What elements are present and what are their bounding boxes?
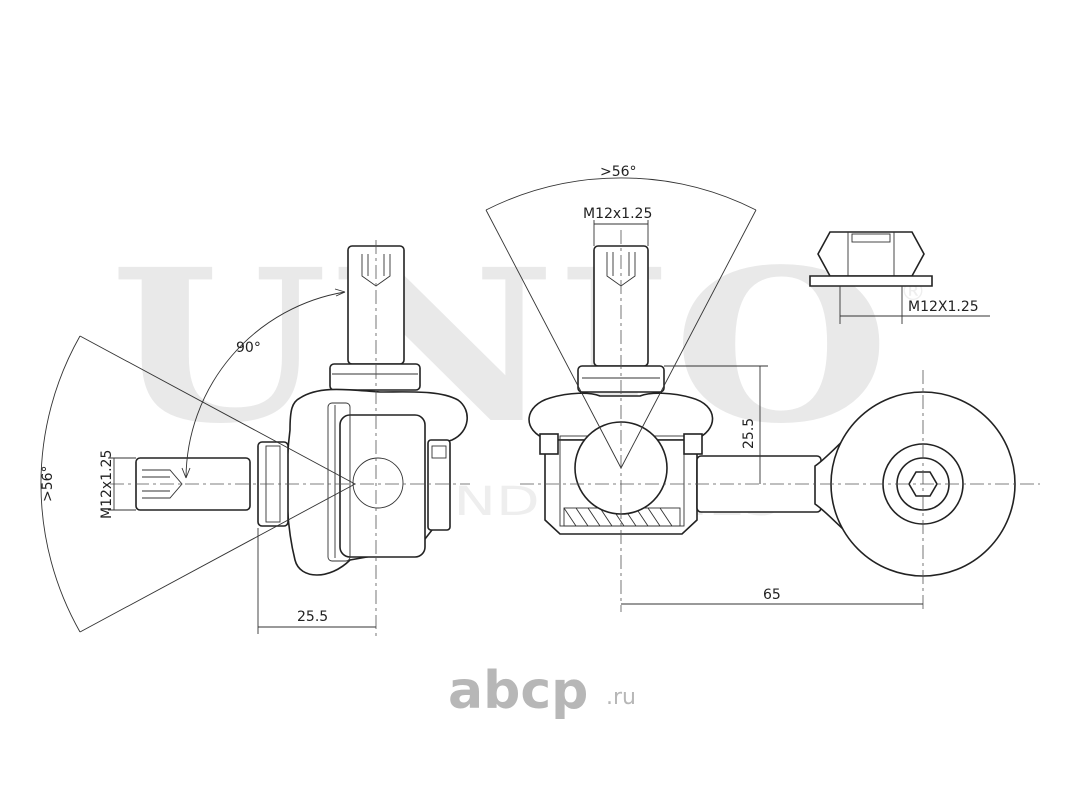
- brand-tld: .ru: [606, 685, 636, 710]
- nut-hex: [817, 231, 925, 277]
- dim-length-side: 25.5: [297, 609, 328, 625]
- side-view: >56° 90° M12x1.25 25.5: [40, 240, 470, 636]
- dim-thread-top: M12x1.25: [583, 206, 652, 222]
- dim-thread-side: M12x1.25: [99, 450, 115, 519]
- dim-angle-side: >56°: [40, 465, 56, 502]
- dim-height-ball: 25.5: [741, 418, 757, 449]
- nut-view: M12X1.25: [809, 231, 990, 324]
- side-top-collar: [329, 363, 421, 391]
- front-view: >56° M12x1.25 25.5 65: [485, 164, 1040, 612]
- dim-thread-nut: M12X1.25: [908, 299, 979, 315]
- brand-logo: abcp .ru: [448, 661, 636, 721]
- brand-name: abcp: [448, 661, 588, 721]
- dim-angle-top: >56°: [600, 164, 637, 180]
- watermark-main: UNIO: [110, 223, 890, 470]
- dim-length-center: 65: [763, 587, 781, 603]
- dim-angle-right: 90°: [236, 340, 261, 356]
- nut-flange: [809, 275, 933, 287]
- side-housing: [339, 414, 426, 558]
